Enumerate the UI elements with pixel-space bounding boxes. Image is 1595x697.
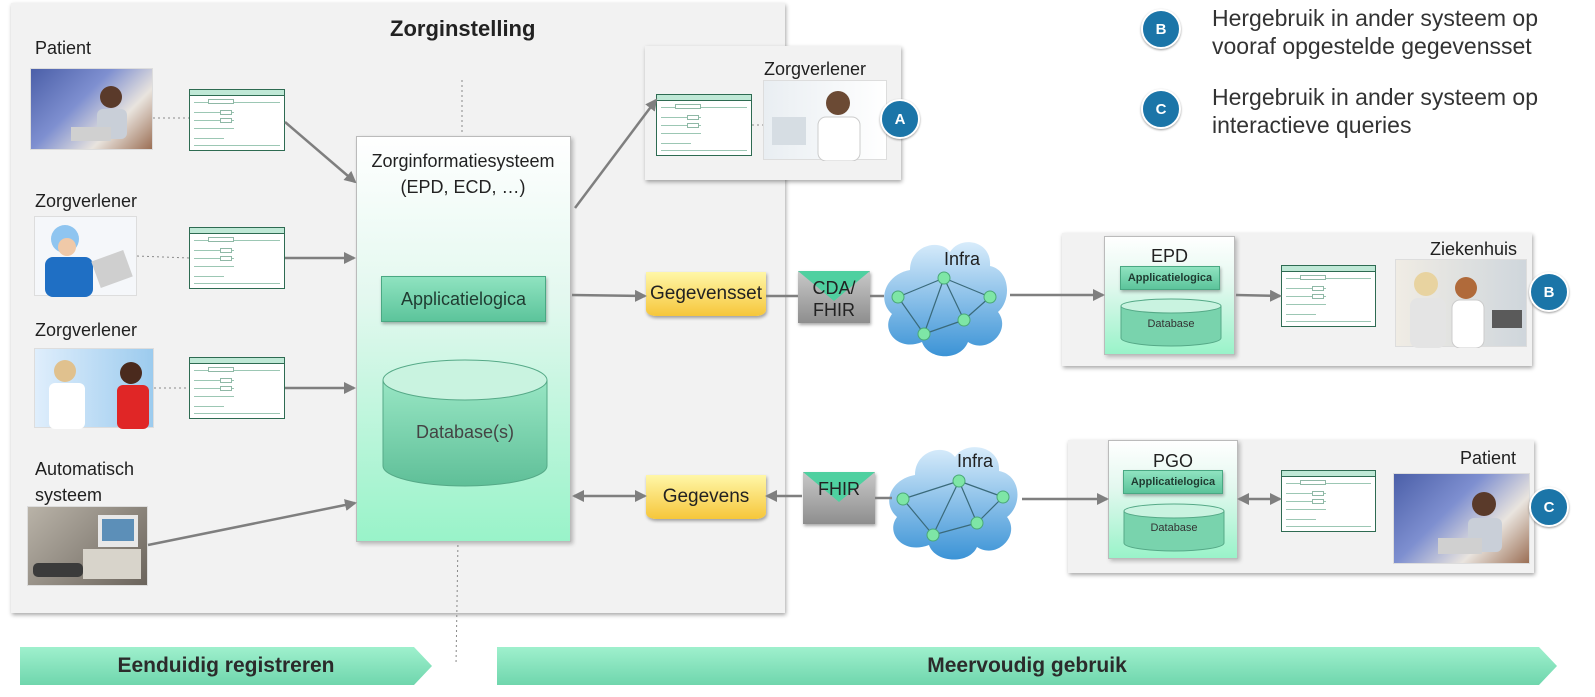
- infra-cloud-bottom: [889, 447, 1018, 560]
- patient-right-photo: [1393, 473, 1530, 564]
- source-label-patient: Patient: [35, 38, 92, 58]
- pgo-database: [1123, 503, 1225, 552]
- patient-photo: [30, 68, 153, 150]
- form-zorgverlener-1: [189, 227, 285, 289]
- infra-cloud-top: [884, 242, 1008, 357]
- epd-title: EPD: [1150, 246, 1188, 266]
- banner-meervoudig-gebruik: Meervoudig gebruik: [497, 647, 1557, 685]
- form-ziekenhuis: [1281, 265, 1376, 327]
- zorgverlener-card-photo: [763, 80, 887, 162]
- source-label-automatisch-systeem: Automatisch systeem: [35, 459, 135, 505]
- zorgverlener-nurse-photo: [34, 216, 137, 297]
- cda-fhir-label: CDA/ FHIR: [812, 278, 856, 320]
- gegevens-tag: Gegevens: [646, 475, 766, 519]
- zorgverlener-card-label: Zorgverlener: [764, 59, 867, 79]
- infra-label-bottom: Infra: [957, 451, 994, 471]
- fhir-label: FHIR: [818, 479, 860, 499]
- badge-a: A: [880, 99, 920, 139]
- cda-fhir-envelope: CDA/ FHIR: [798, 271, 870, 323]
- epd-database-label: Database: [1147, 318, 1195, 330]
- form-zorgverlener-2: [189, 357, 285, 419]
- applicatielogica-main: Applicatielogica: [381, 276, 546, 322]
- legend-badge-c: C: [1141, 89, 1181, 129]
- infra-label-top: Infra: [944, 249, 981, 269]
- pgo-title: PGO: [1152, 451, 1193, 471]
- ziekenhuis-label: Ziekenhuis: [1430, 239, 1518, 259]
- banner-eenduidig-registreren: Eenduidig registreren: [20, 647, 432, 685]
- source-label-zorgverlener-1: Zorgverlener: [35, 191, 138, 211]
- automatisch-systeem-photo: [27, 506, 148, 586]
- epd-applicatielogica: Applicatielogica: [1120, 266, 1220, 290]
- dotted-separator: [455, 80, 463, 666]
- badge-b-diagram: B: [1529, 272, 1569, 312]
- zorginformatiesysteem-title: Zorginformatiesysteem (EPD, ECD, …): [371, 151, 555, 197]
- fhir-envelope: FHIR: [803, 472, 875, 524]
- database-main: [382, 359, 548, 487]
- zorginstelling-title: Zorginstelling: [390, 16, 536, 41]
- gegevensset-tag: Gegevensset: [646, 272, 766, 316]
- form-zorgverlener-output: [656, 94, 752, 156]
- database-main-label: Database(s): [415, 422, 515, 442]
- pgo-database-label: Database: [1150, 522, 1198, 534]
- legend-text-b: Hergebruik in ander systeem op vooraf op…: [1212, 5, 1538, 59]
- source-label-zorgverlener-2: Zorgverlener: [35, 320, 138, 340]
- patient-right-label: Patient: [1460, 448, 1517, 468]
- legend-badge-b: B: [1141, 9, 1181, 49]
- zorgverlener-doctor-photo: [34, 348, 154, 429]
- badge-c-diagram: C: [1529, 487, 1569, 527]
- legend-text-c: Hergebruik in ander systeem op interacti…: [1212, 84, 1538, 138]
- epd-database: [1120, 298, 1222, 347]
- ziekenhuis-photo: [1395, 259, 1527, 349]
- form-patient-right: [1281, 470, 1376, 532]
- pgo-applicatielogica: Applicatielogica: [1123, 470, 1223, 494]
- form-patient: [189, 89, 285, 151]
